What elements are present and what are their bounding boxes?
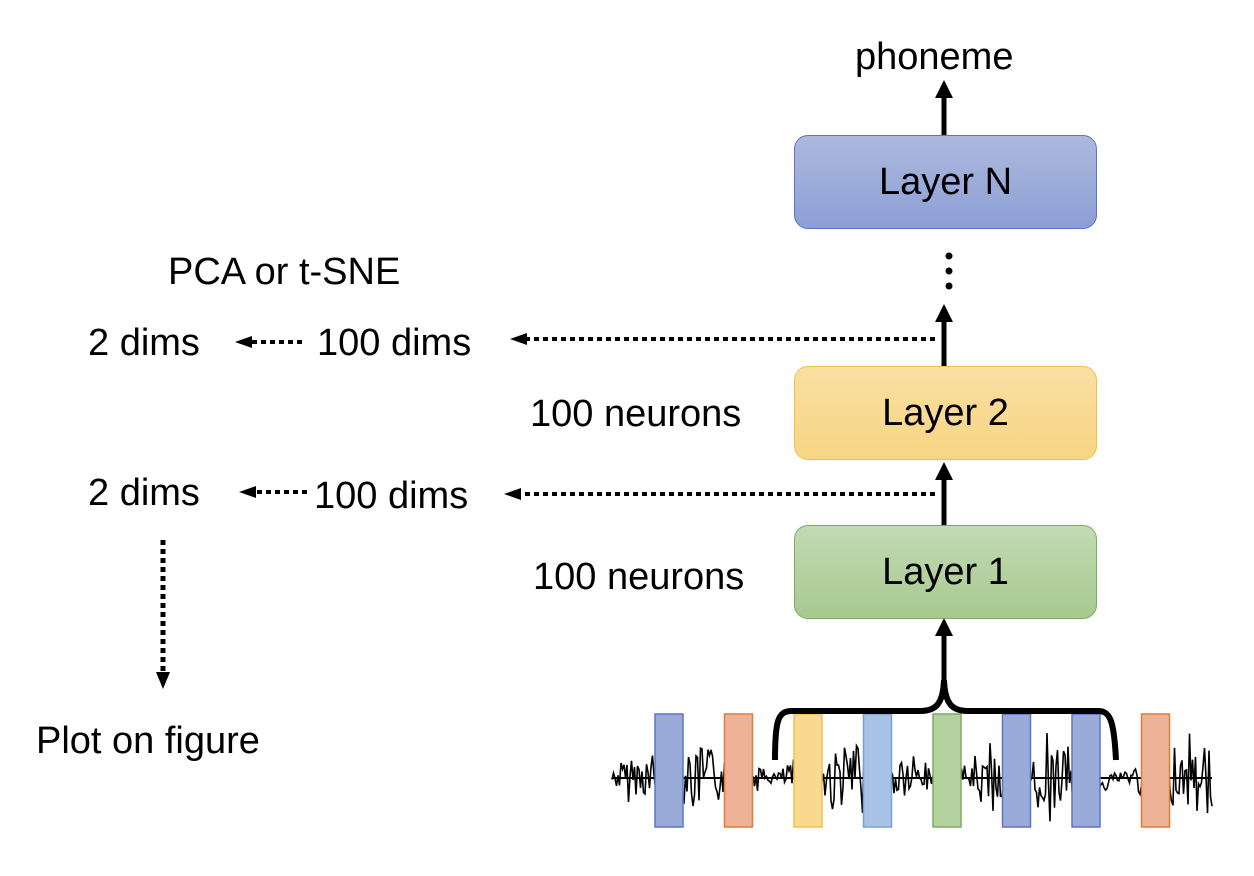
- arrowhead-icon: [935, 80, 953, 98]
- reduction-method-label: PCA or t-SNE: [168, 251, 401, 293]
- audio-frame-4: [862, 713, 893, 828]
- ellipsis-dot: [945, 252, 953, 260]
- arrowhead-icon: [504, 488, 521, 500]
- audio-frames: [654, 713, 1171, 828]
- layer-2-label: Layer 2: [882, 391, 1009, 434]
- audio-frame-7: [1071, 713, 1101, 828]
- top-100dims-label: 100 dims: [317, 322, 472, 364]
- bottom-2dims-label: 2 dims: [88, 472, 200, 514]
- arrowhead-icon: [935, 304, 953, 322]
- audio-frame-1: [654, 713, 684, 828]
- layer-n-box: Layer N: [794, 135, 1097, 229]
- layer-1-neurons-label: 100 neurons: [533, 556, 745, 598]
- layer-2-box: Layer 2: [794, 366, 1097, 460]
- waveform-trace: [611, 732, 1213, 822]
- audio-frame-2: [723, 713, 754, 828]
- arrowhead-icon: [510, 333, 527, 345]
- arrowhead-icon: [235, 336, 252, 348]
- arrowhead-icon: [239, 486, 256, 498]
- output-label-phoneme: phoneme: [855, 36, 1014, 78]
- audio-frame-5: [932, 713, 962, 828]
- audio-frame-3: [793, 713, 823, 828]
- arrowhead-icon: [935, 462, 953, 480]
- top-2dims-label: 2 dims: [88, 322, 200, 364]
- arrowhead-icon: [935, 618, 953, 636]
- ellipsis-dot: [945, 282, 953, 290]
- layer-2-neurons-label: 100 neurons: [530, 393, 742, 435]
- audio-waveform: [611, 732, 1213, 822]
- audio-frame-6: [1001, 713, 1032, 828]
- arrowhead-icon: [156, 672, 170, 689]
- bottom-100dims-label: 100 dims: [314, 475, 469, 517]
- layer-1-label: Layer 1: [882, 550, 1009, 593]
- layer-n-label: Layer N: [878, 160, 1013, 203]
- audio-frame-8: [1140, 713, 1171, 828]
- plot-on-figure-label: Plot on figure: [36, 720, 260, 762]
- layer-1-box: Layer 1: [794, 525, 1097, 619]
- ellipsis-dot: [945, 267, 953, 275]
